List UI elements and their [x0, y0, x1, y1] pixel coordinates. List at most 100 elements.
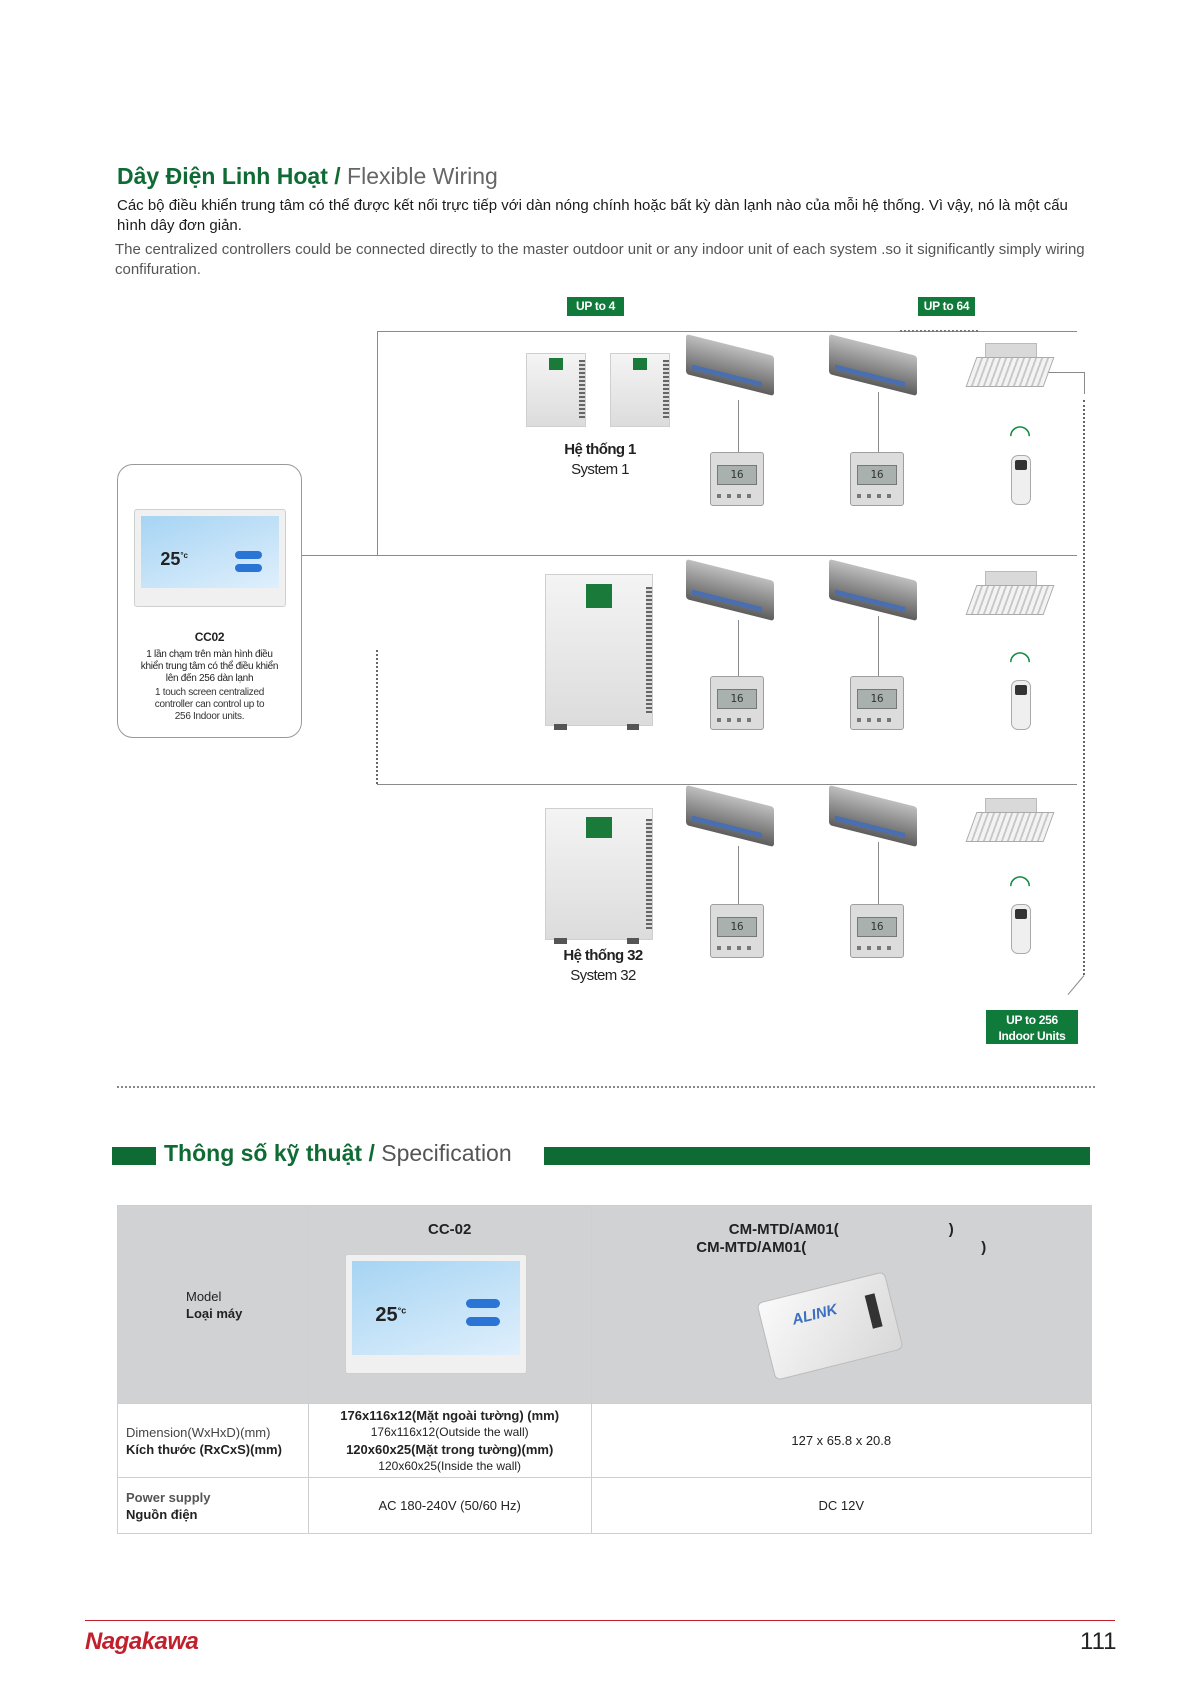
drop-r3-a — [738, 846, 739, 904]
model-cc02: CC-02 — [428, 1221, 472, 1238]
system-1-vi: Hệ thống 1 — [564, 441, 636, 458]
wired-controller-icon: 16 — [850, 676, 904, 730]
card-desc-vi: 1 lần chạm trên màn hình điều khiển trun… — [140, 649, 279, 684]
drop-r2-a — [738, 620, 739, 676]
spec-row-dimension: Dimension(WxHxD)(mm) Kích thước (RxCxS)(… — [117, 1403, 1092, 1478]
remote-control-icon — [1011, 455, 1031, 505]
power-label-vi: Nguồn điện — [126, 1506, 198, 1522]
wired-controller-icon: 16 — [710, 676, 764, 730]
badge-up-to-4: UP to 4 — [567, 297, 624, 316]
dimension-cc02: 176x116x12(Mặt ngoài tường) (mm) 176x116… — [307, 1403, 592, 1478]
system-32-vi: Hệ thống 32 — [563, 947, 643, 964]
spec-title-vi: Thông số kỹ thuật / — [164, 1140, 375, 1166]
outdoor-unit-icon — [545, 574, 653, 730]
power-label: Power supply Nguồn điện — [117, 1477, 309, 1534]
wifi-icon: ◠ — [1008, 869, 1032, 899]
outdoor-unit-icon — [610, 353, 670, 427]
model-cm-mtd-cell: CM-MTD/AM01() CM-MTD/AM01() ALINK — [590, 1205, 1092, 1404]
drop-r3-b — [878, 842, 879, 904]
touch-panel-icon: 25°c — [134, 509, 286, 607]
cassette-unit-icon — [965, 571, 1055, 617]
spec-touch-temp: 25°c — [375, 1304, 407, 1327]
gateway-device-icon: ALINK — [755, 1271, 904, 1381]
spec-bar-right — [544, 1147, 1090, 1165]
dim-b-vi: 120x60x25(Mặt trong tường)(mm) — [346, 1441, 554, 1457]
drop-r2-b — [878, 616, 879, 676]
wired-controller-icon: 16 — [850, 904, 904, 958]
badge-up-to-256: UP to 256 Indoor Units — [986, 1010, 1078, 1044]
section-title-flexible-wiring: Dây Điện Linh Hoạt / Flexible Wiring — [117, 163, 498, 190]
system-32-en: System 32 — [570, 967, 636, 984]
duct-unit-icon — [829, 559, 917, 621]
badge-up-to-64: UP to 64 — [918, 297, 975, 316]
wire-left-vertical — [377, 331, 378, 555]
wire-row2 — [300, 555, 1077, 556]
badge-up-to-256-line2: Indoor Units — [998, 1029, 1066, 1043]
model-label: Model Loại máy — [117, 1205, 309, 1404]
model-cm-mtd-line1: CM-MTD/AM01( — [728, 1221, 839, 1238]
model-cm-mtd: CM-MTD/AM01() CM-MTD/AM01() — [593, 1221, 1091, 1257]
wire-dotted-right — [1083, 400, 1085, 975]
dim-a-vi: 176x116x12(Mặt ngoài tường) (mm) — [340, 1407, 560, 1423]
cassette-unit-icon — [965, 343, 1055, 389]
footer-divider — [85, 1620, 1115, 1621]
description-vi: Các bộ điều khiển trung tâm có thể được … — [117, 197, 1068, 234]
cassette-unit-icon — [965, 798, 1055, 844]
model-label-vi: Loại máy — [186, 1305, 243, 1321]
wifi-icon: ◠ — [1008, 419, 1032, 449]
power-label-en: Power supply — [126, 1489, 211, 1505]
outdoor-unit-icon — [526, 353, 586, 427]
model-label-en: Model — [186, 1288, 222, 1304]
wire-to-badge — [1067, 975, 1085, 995]
model-cm-mtd-line2: CM-MTD/AM01( — [696, 1239, 807, 1256]
spec-bar-left — [112, 1147, 156, 1165]
dimension-label-en: Dimension(WxHxD)(mm) — [126, 1424, 271, 1440]
remote-control-icon — [1011, 680, 1031, 730]
title-en: Flexible Wiring — [347, 163, 498, 189]
drop-r1-a — [738, 400, 739, 452]
wire-row1 — [377, 331, 1077, 332]
touch-panel-icon: 25°c — [344, 1254, 527, 1374]
dimension-cm-mtd: 127 x 65.8 x 20.8 — [590, 1403, 1092, 1478]
power-cc02: AC 180-240V (50/60 Hz) — [307, 1477, 592, 1534]
remote-control-icon — [1011, 904, 1031, 954]
section-title-specification: Thông số kỹ thuật / Specification — [164, 1140, 512, 1167]
gateway-logo: ALINK — [789, 1301, 839, 1329]
dim-a-en: 176x116x12(Outside the wall) — [370, 1424, 529, 1439]
wire-dotted-top — [900, 330, 978, 332]
dimension-label-vi: Kích thước (RxCxS)(mm) — [126, 1441, 282, 1457]
system-1-label: Hệ thống 1 System 1 — [545, 440, 655, 480]
model-cm-mtd-line2-close: ) — [981, 1239, 987, 1256]
wire-dotted-left — [376, 650, 378, 784]
duct-unit-icon — [829, 785, 917, 847]
duct-unit-icon — [686, 334, 774, 396]
badge-up-to-256-line1: UP to 256 — [1006, 1013, 1058, 1027]
wired-controller-icon: 16 — [850, 452, 904, 506]
title-vi: Dây Điện Linh Hoạt / — [117, 163, 341, 189]
dim-b-en: 120x60x25(Inside the wall) — [378, 1458, 522, 1473]
duct-unit-icon — [829, 334, 917, 396]
page-number: 111 — [1080, 1628, 1117, 1655]
wired-controller-icon: 16 — [710, 452, 764, 506]
spec-table: Model Loại máy CC-02 25°c CM-MTD/AM01() … — [117, 1205, 1092, 1534]
spec-row-model: Model Loại máy CC-02 25°c CM-MTD/AM01() … — [117, 1205, 1092, 1404]
power-cm-mtd: DC 12V — [590, 1477, 1092, 1534]
section-separator — [117, 1086, 1095, 1088]
spec-title-en: Specification — [381, 1140, 512, 1166]
outdoor-unit-icon — [545, 808, 653, 944]
description-en: The centralized controllers could be con… — [115, 241, 1085, 278]
spec-row-power: Power supply Nguồn điện AC 180-240V (50/… — [117, 1477, 1092, 1534]
wire-right-h1 — [1025, 372, 1085, 373]
dimension-label: Dimension(WxHxD)(mm) Kích thước (RxCxS)(… — [117, 1403, 309, 1478]
card-model: CC02 — [194, 630, 225, 644]
system-1-en: System 1 — [571, 461, 629, 478]
wired-controller-icon: 16 — [710, 904, 764, 958]
brand-logo: Nagakawa — [85, 1628, 199, 1655]
wire-right-stub1 — [1084, 372, 1085, 394]
duct-unit-icon — [686, 559, 774, 621]
model-cc02-cell: CC-02 25°c — [307, 1205, 592, 1404]
duct-unit-icon — [686, 785, 774, 847]
cc02-card: 25°c CC02 1 lần chạm trên màn hình điều … — [117, 464, 302, 738]
wire-row3 — [377, 784, 1077, 785]
drop-r1-b — [878, 392, 879, 452]
